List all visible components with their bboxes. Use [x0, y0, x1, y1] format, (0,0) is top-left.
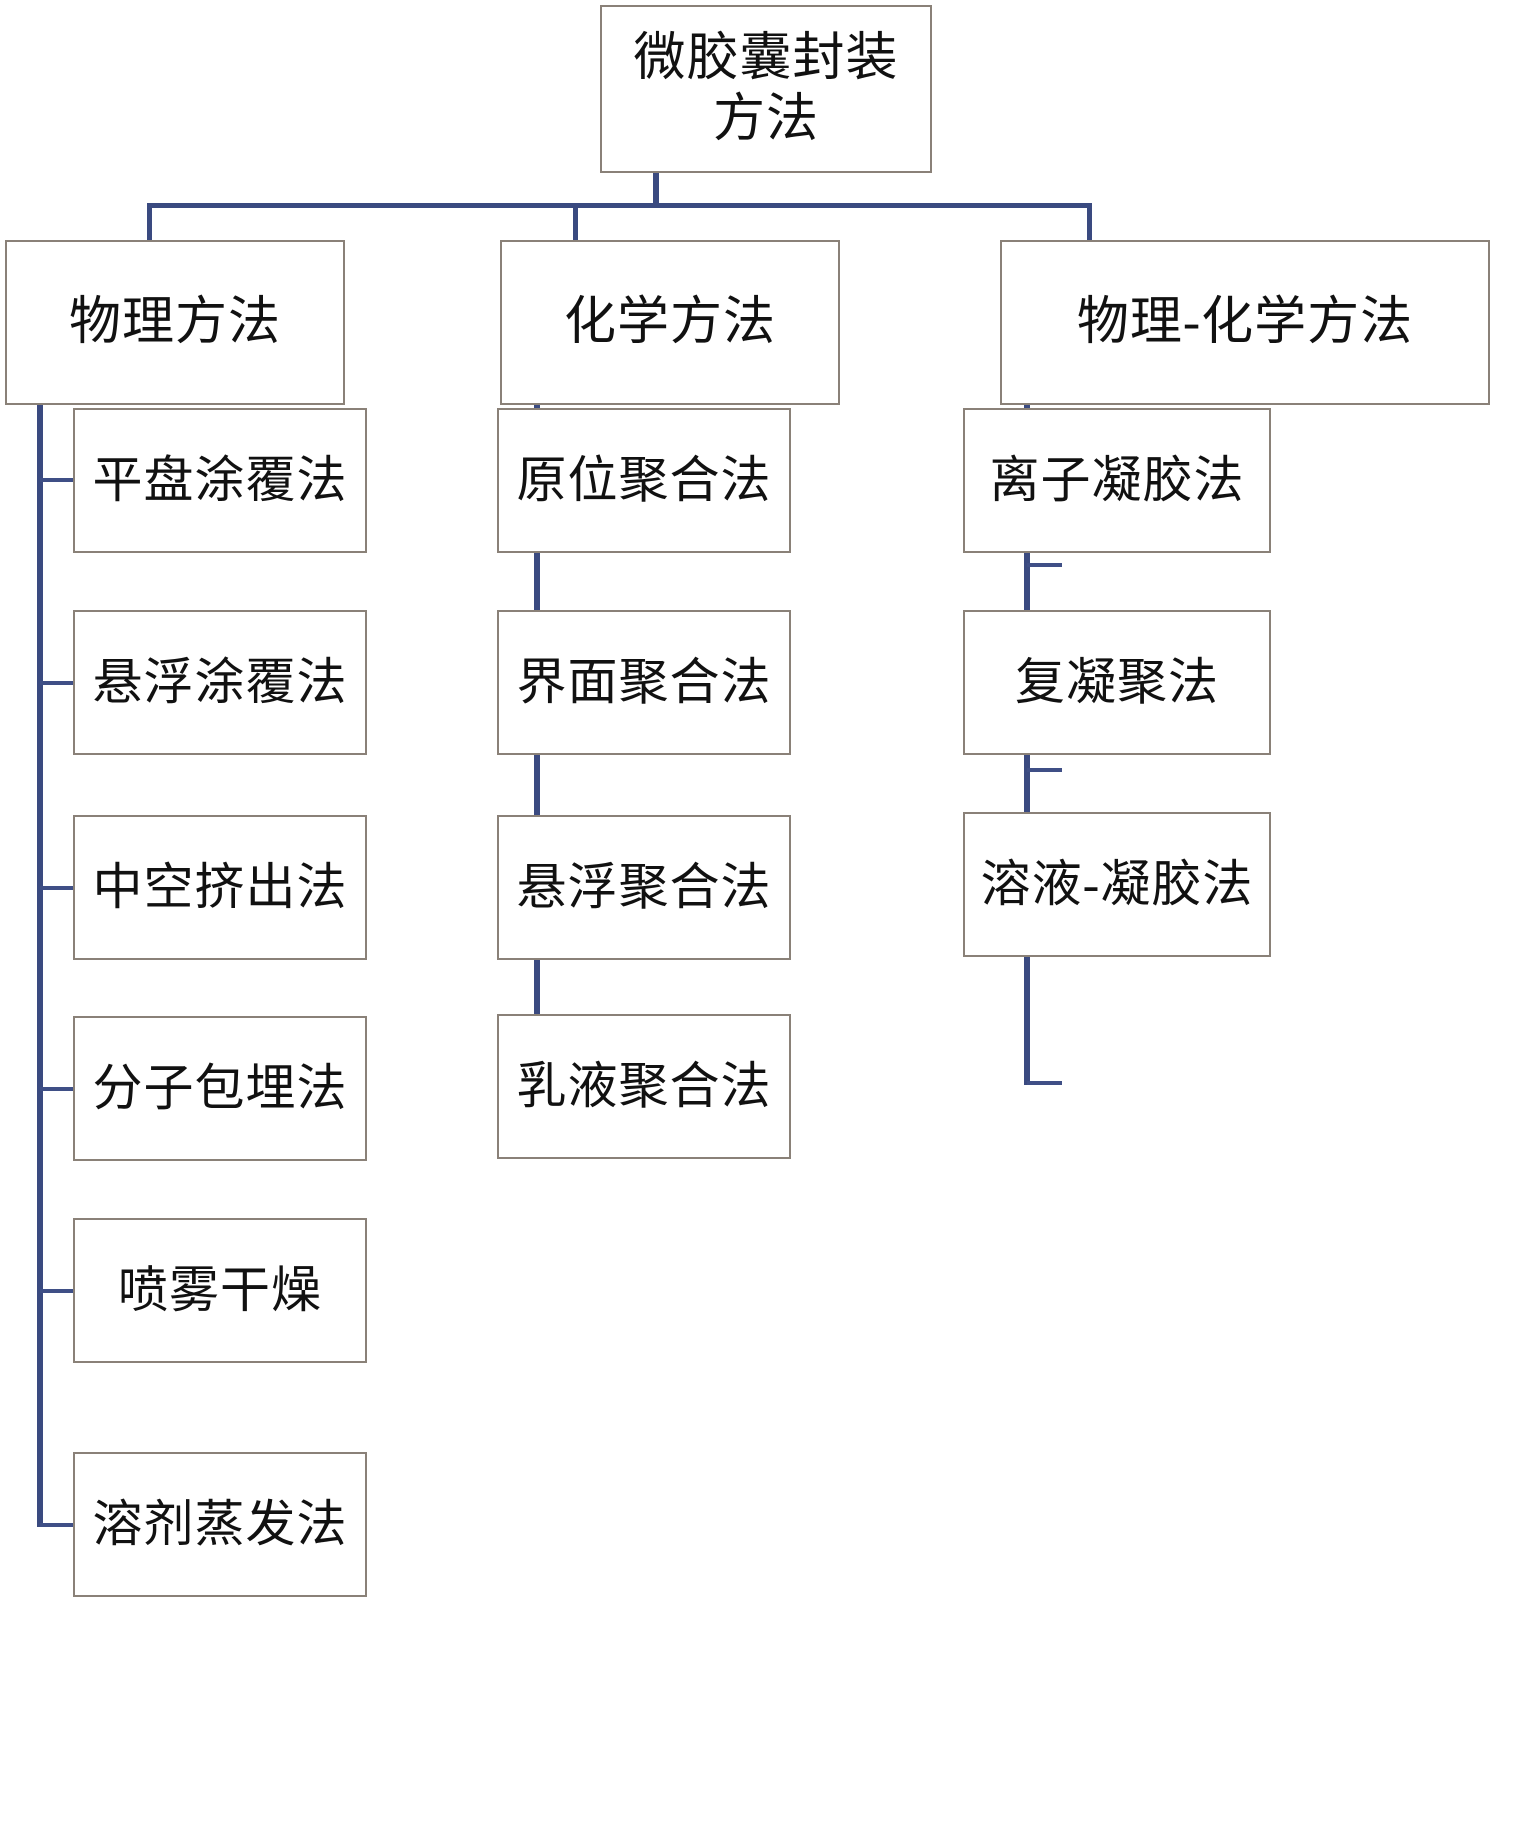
leaf-node-label: 离子凝胶法: [989, 452, 1245, 508]
connector-stub-b1-c4: [40, 1087, 75, 1091]
leaf-node-sol-gel[interactable]: 溶液-凝胶法: [963, 812, 1271, 957]
leaf-node-interfacial-polymerization[interactable]: 界面聚合法: [497, 610, 791, 755]
root-node-label: 微胶囊封装 方法: [633, 29, 899, 148]
connector-bus-to-branch-3: [1087, 203, 1092, 243]
connector-stub-b1-c1: [40, 478, 75, 482]
branch-node-label: 物理方法: [68, 293, 281, 351]
leaf-node-ionic-gelation[interactable]: 离子凝胶法: [963, 408, 1271, 553]
connector-stub-b3-c1: [1027, 563, 1062, 567]
leaf-node-molecular-inclusion[interactable]: 分子包埋法: [73, 1016, 367, 1161]
leaf-node-label: 中空挤出法: [92, 859, 348, 915]
leaf-node-hollow-extrusion[interactable]: 中空挤出法: [73, 815, 367, 960]
leaf-node-label: 界面聚合法: [516, 654, 772, 710]
leaf-node-spray-drying[interactable]: 喷雾干燥: [73, 1218, 367, 1363]
leaf-node-label: 溶剂蒸发法: [92, 1496, 348, 1552]
leaf-node-suspension-polymerization[interactable]: 悬浮聚合法: [497, 815, 791, 960]
leaf-node-label: 悬浮聚合法: [516, 859, 772, 915]
leaf-node-emulsion-polymerization[interactable]: 乳液聚合法: [497, 1014, 791, 1159]
leaf-node-label: 乳液聚合法: [516, 1058, 772, 1114]
leaf-node-label: 原位聚合法: [516, 452, 772, 508]
branch-node-physico-chemical-methods[interactable]: 物理-化学方法: [1000, 240, 1490, 405]
branch-node-physical-methods[interactable]: 物理方法: [5, 240, 345, 405]
leaf-node-complex-coacervation[interactable]: 复凝聚法: [963, 610, 1271, 755]
root-node-microcapsule-methods[interactable]: 微胶囊封装 方法: [600, 5, 932, 173]
connector-stub-b1-c6: [40, 1523, 75, 1527]
leaf-node-label: 分子包埋法: [92, 1060, 348, 1116]
connector-rail-branch-1: [37, 405, 43, 1527]
leaf-node-label: 喷雾干燥: [118, 1262, 322, 1318]
connector-stub-b1-c3: [40, 886, 75, 890]
leaf-node-suspension-coating[interactable]: 悬浮涂覆法: [73, 610, 367, 755]
leaf-node-label: 复凝聚法: [1015, 654, 1219, 710]
connector-stub-b1-c2: [40, 681, 75, 685]
connector-branch-bus: [147, 203, 1092, 208]
branch-node-label: 物理-化学方法: [1076, 293, 1414, 351]
leaf-node-in-situ-polymerization[interactable]: 原位聚合法: [497, 408, 791, 553]
branch-node-label: 化学方法: [563, 293, 776, 351]
connector-bus-to-branch-2: [573, 203, 578, 243]
leaf-node-pan-coating[interactable]: 平盘涂覆法: [73, 408, 367, 553]
connector-root-stem: [653, 172, 659, 207]
connector-stub-b3-c3: [1027, 1081, 1062, 1085]
leaf-node-label: 平盘涂覆法: [92, 452, 348, 508]
leaf-node-solvent-evaporation[interactable]: 溶剂蒸发法: [73, 1452, 367, 1597]
connector-bus-to-branch-1: [147, 203, 152, 243]
connector-stub-b3-c2: [1027, 768, 1062, 772]
leaf-node-label: 溶液-凝胶法: [980, 856, 1254, 912]
connector-stub-b1-c5: [40, 1289, 75, 1293]
leaf-node-label: 悬浮涂覆法: [92, 654, 348, 710]
branch-node-chemical-methods[interactable]: 化学方法: [500, 240, 840, 405]
